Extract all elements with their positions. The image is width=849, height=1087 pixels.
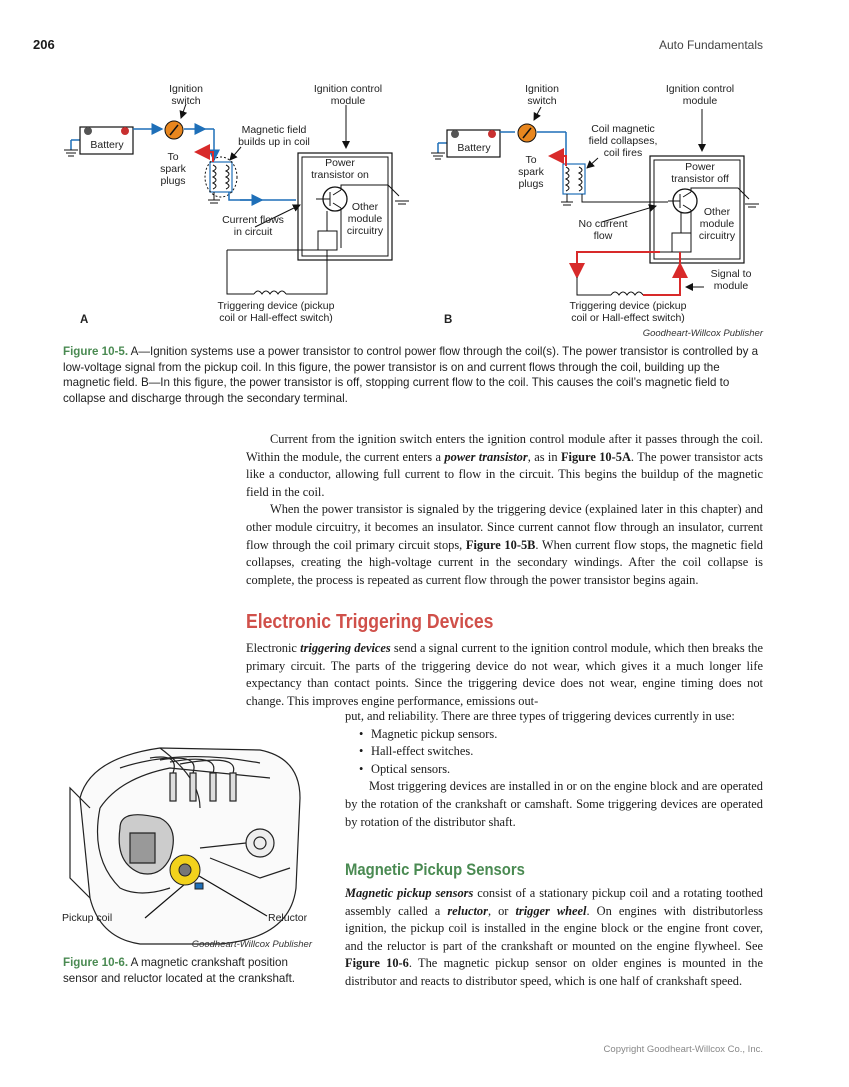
label-b-other-module: Other module circuitry (698, 206, 736, 242)
term-magnetic-pickup-sensors: Magnetic pickup sensors (345, 886, 474, 900)
label-reluctor: Reluctor (268, 912, 308, 924)
term-power-transistor: power transistor (444, 449, 528, 464)
p1-text-a: Current from the ignition switch enters … (246, 432, 763, 464)
body-column-top: Current from the ignition switch enters … (246, 431, 763, 589)
label-b-battery: Battery (457, 142, 491, 154)
term-trigger-wheel: trigger wheel (515, 903, 587, 918)
label-a-magnetic-field: Magnetic field builds up in coil (238, 124, 310, 148)
panel-b-drawing (431, 106, 759, 296)
label-a-ignition-switch: Ignition switch (169, 83, 203, 107)
p3-text-a: Electronic (246, 641, 301, 655)
label-a-triggering-device: Triggering device (pickup coil or Hall-e… (217, 300, 335, 324)
label-b-signal-to-module: Signal to module (710, 268, 752, 292)
p1-text-c: . The power transistor acts like a condu… (246, 449, 763, 499)
panel-a-letter: A (80, 314, 89, 326)
figure-10-6-caption: Figure 10-6. A magnetic crankshaft posit… (63, 955, 313, 986)
figure-10-6-caption-text: A magnetic crankshaft position sensor an… (63, 956, 296, 985)
label-b-coil-collapses: Coil magnetic field collapses, coil fire… (588, 123, 658, 159)
label-a-other-module: Other module circuitry (346, 201, 384, 237)
paragraph-1: Current from the ignition switch enters … (246, 431, 763, 501)
list-item: Hall-effect switches. (345, 743, 763, 761)
paragraph-4: Most triggering devices are installed in… (345, 779, 763, 829)
label-b-control-module: Ignition control module (665, 83, 735, 107)
paragraph-3: Electronic triggering devices send a sig… (246, 640, 763, 710)
figure-10-5-caption: Figure 10-5. A—Ignition systems use a po… (63, 344, 765, 406)
sub-heading: Magnetic Pickup Sensors (345, 861, 525, 879)
p5-text-d: . The magnetic pickup sensor on older en… (345, 956, 764, 988)
figure-10-6-caption-label: Figure 10-6. (63, 956, 129, 969)
page-number: 206 (33, 37, 55, 52)
label-a-control-module: Ignition control module (313, 83, 383, 107)
figure-10-5-diagram (64, 103, 759, 296)
p3-text-b: send a signal current to the ignition co… (246, 641, 763, 708)
paragraph-2: When the power transistor is signaled by… (246, 501, 763, 589)
paragraph-5: Magnetic pickup sensors consist of a sta… (345, 885, 763, 991)
p2-text-a: When the power transistor is signaled by… (246, 502, 763, 552)
p5-text-b: , or (487, 903, 516, 918)
label-a-battery: Battery (90, 139, 124, 151)
figure-10-6-credit: Goodheart-Willcox Publisher (191, 939, 312, 950)
label-b-no-current: No current flow (578, 218, 628, 242)
term-reluctor: reluctor (447, 903, 488, 918)
figure-10-5-caption-label: Figure 10-5. (63, 345, 129, 358)
figure-10-5: Ignition switch Ignition control module … (0, 0, 849, 345)
figure-10-5-credit: Goodheart-Willcox Publisher (642, 328, 763, 339)
label-b-power-transistor: Power transistor off (671, 161, 729, 185)
list-item: Optical sensors. (345, 761, 763, 779)
paragraph-3-cont: put, and reliability. There are three ty… (345, 709, 735, 723)
ref-figure-10-6[interactable]: Figure 10-6 (345, 956, 409, 971)
p1-text-b: , as in (527, 449, 561, 464)
panel-b-letter: B (444, 314, 453, 326)
label-b-ignition-switch: Ignition switch (525, 83, 559, 107)
ref-figure-10-5b[interactable]: Figure 10-5B (465, 537, 536, 552)
figure-10-5-caption-text: A—Ignition systems use a power transisto… (63, 345, 759, 405)
p5-text-c: . On engines with distributorless igniti… (345, 903, 763, 953)
engine-illustration (69, 747, 301, 945)
running-head: Auto Fundamentals (658, 38, 763, 52)
body-column-right: put, and reliability. There are three ty… (345, 708, 763, 831)
label-a-spark-plugs: To spark plugs (160, 151, 186, 187)
section-heading: Electronic Triggering Devices (246, 611, 494, 633)
list-item: Magnetic pickup sensors. (345, 726, 763, 744)
p2-text-b: . When current flow stops, the magnetic … (246, 537, 763, 587)
label-pickup-coil: Pickup coil (62, 912, 113, 924)
triggering-device-list: Magnetic pickup sensors. Hall-effect swi… (345, 726, 763, 779)
figure-10-6: Pickup coil Reluctor Goodheart-Willcox P… (60, 738, 320, 950)
panel-a-drawing (64, 103, 409, 295)
label-b-triggering-device: Triggering device (pickup coil or Hall-e… (569, 300, 687, 324)
label-b-spark-plugs: To spark plugs (518, 154, 544, 190)
copyright: Copyright Goodheart-Willcox Co., Inc. (603, 1044, 763, 1055)
p5-text-a: consist of a stationary pickup coil and … (345, 886, 763, 918)
term-triggering-devices: triggering devices (300, 641, 391, 655)
label-a-power-transistor: Power transistor on (311, 157, 369, 181)
ref-figure-10-5a[interactable]: Figure 10-5A (560, 449, 631, 464)
label-a-current-flows: Current flows in circuit (222, 214, 284, 238)
